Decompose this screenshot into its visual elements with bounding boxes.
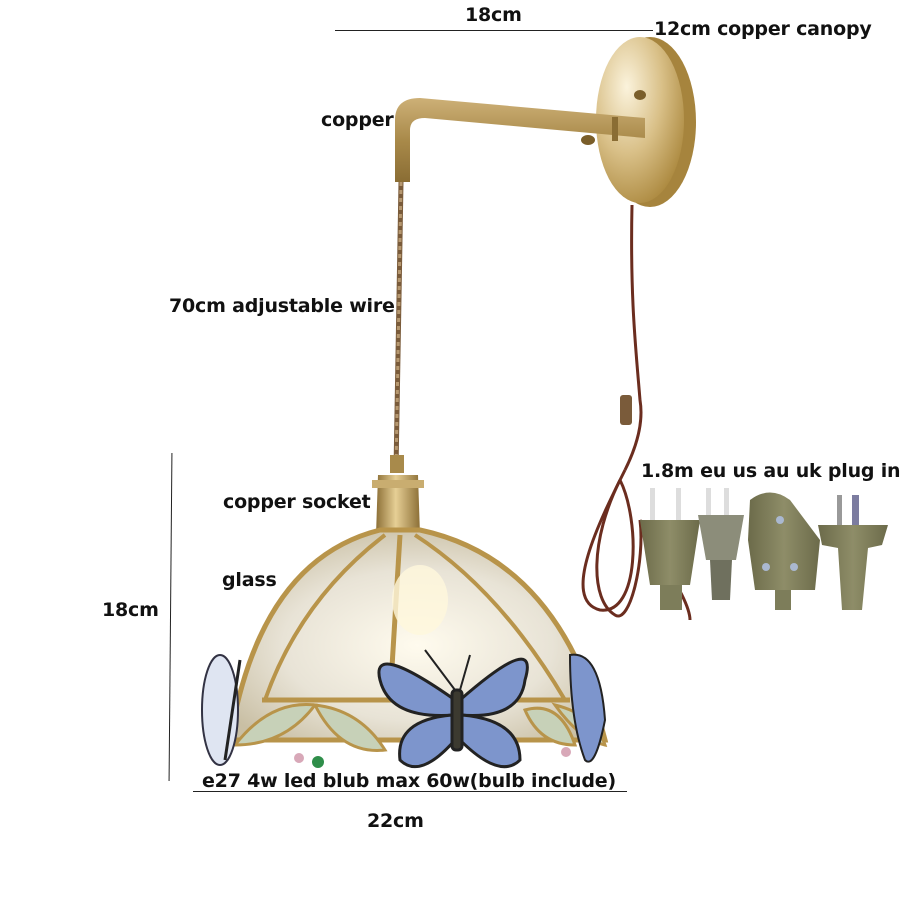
plugs: [640, 488, 888, 610]
plug-label: 1.8m eu us au uk plug in: [641, 460, 900, 482]
arm-material-label: copper: [321, 109, 394, 131]
copper-socket: [372, 455, 424, 535]
bulb-label: e27 4w led blub max 60w(bulb include): [202, 770, 616, 792]
shade-width-label: 22cm: [367, 810, 424, 832]
shade-height-label: 18cm: [102, 599, 159, 621]
canopy-label: 12cm copper canopy: [654, 18, 872, 40]
arm-length-label: 18cm: [465, 4, 522, 26]
shade-material-label: glass: [222, 569, 277, 591]
butterfly-center: [377, 649, 529, 769]
copper-arm: [395, 98, 645, 182]
twisted-wire: [393, 181, 404, 471]
shade-width-dimension-line: [193, 791, 627, 792]
butterfly-right: [568, 653, 607, 763]
cord-switch: [620, 395, 632, 425]
arm-length-dimension-line: [335, 30, 653, 31]
butterfly-left: [201, 654, 242, 766]
socket-label: copper socket: [223, 491, 371, 513]
wire-label: 70cm adjustable wire: [169, 295, 395, 317]
